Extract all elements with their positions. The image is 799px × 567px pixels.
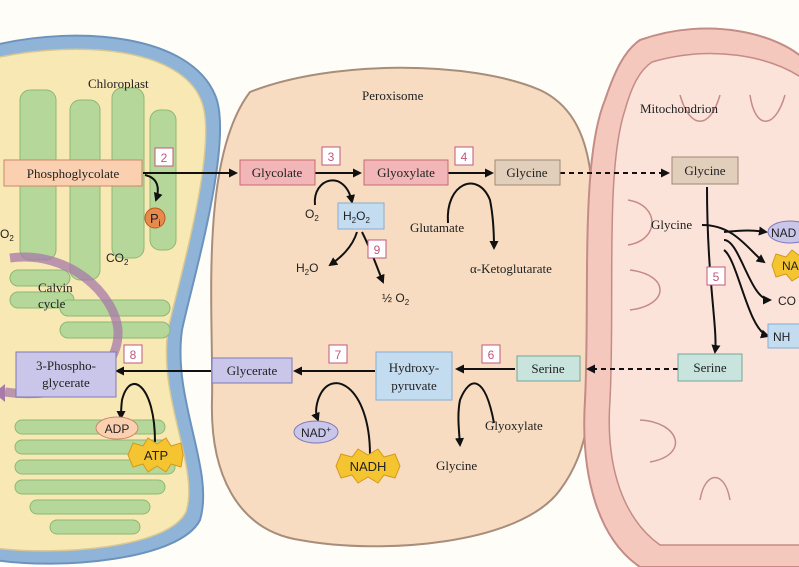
step-2-box	[154, 147, 174, 167]
h2o2-box	[337, 202, 385, 230]
chloroplast-label: Chloroplast	[88, 76, 149, 91]
step-5-box	[706, 266, 726, 286]
glycine-mito-box	[671, 156, 739, 185]
h2o-label: H2O	[296, 261, 318, 277]
step-7-label: 7	[335, 348, 342, 362]
serine-mito-box	[677, 353, 743, 382]
peroxisome-label: Peroxisome	[362, 88, 424, 103]
step-3-box	[321, 146, 341, 166]
glycerate-box	[211, 357, 293, 384]
glyoxylate-box	[363, 159, 449, 186]
glycerate-label: Glycerate	[227, 363, 278, 378]
glycine-peroxisome-box	[494, 159, 561, 186]
calvin-cycle-label-2: cycle	[38, 296, 66, 311]
adp-label: ADP	[105, 422, 130, 436]
glycine-peroxisome-label: Glycine	[506, 165, 547, 180]
nh-mito-box	[767, 323, 799, 349]
step-2-label: 2	[161, 151, 168, 165]
nadh-label: NADH	[350, 459, 387, 474]
nadh-mito-burst	[771, 249, 799, 282]
step-6-label: 6	[488, 348, 495, 362]
atp-label: ATP	[144, 448, 168, 463]
hydroxypyruvate-label-2: pyruvate	[391, 378, 437, 393]
phosphoglycolate-box	[3, 159, 143, 187]
peroxisome	[210, 66, 594, 548]
glyoxylate-bottom-label: Glyoxylate	[485, 418, 543, 433]
step-4-label: 4	[461, 150, 468, 164]
h2o2-label: H2O2	[343, 209, 370, 225]
nadh-mito-label: NA	[782, 259, 799, 273]
step-8-box	[123, 344, 143, 364]
pga-label-2: glycerate	[42, 375, 90, 390]
serine-mito-label: Serine	[693, 360, 726, 375]
pi-label: Pi	[150, 211, 161, 228]
step-6-box	[481, 344, 501, 364]
o2-left-label: O2	[0, 227, 14, 243]
step-5-label: 5	[713, 270, 720, 284]
adp-badge	[95, 416, 139, 440]
serine-peroxisome-label: Serine	[531, 361, 564, 376]
nh-mito-label: NH	[773, 330, 790, 344]
ketoglutarate-label: α-Ketoglutarate	[470, 261, 552, 276]
step-8-label: 8	[130, 348, 137, 362]
calvin-cycle-label-1: Calvin	[38, 280, 73, 295]
serine-peroxisome-box	[516, 355, 581, 382]
pathway-arrows	[115, 168, 772, 456]
nad-mito-label: NAD	[771, 226, 797, 240]
step-4-box	[454, 146, 474, 166]
step-9-label: 9	[374, 243, 381, 257]
co2-mito-label: CO	[778, 294, 796, 308]
glycine-bottom-label: Glycine	[436, 458, 477, 473]
pi-badge	[144, 207, 166, 229]
phosphoglycolate-label: Phosphoglycolate	[27, 166, 120, 181]
chloroplast	[0, 34, 222, 565]
glycolate-box	[239, 159, 316, 186]
nad-mito-badge	[767, 220, 799, 244]
nadh-burst	[335, 448, 401, 484]
glycine-mito-label: Glycine	[684, 163, 725, 178]
glutamate-label: Glutamate	[410, 220, 464, 235]
atp-burst	[127, 437, 184, 473]
nad-plus-badge	[293, 420, 339, 444]
half-o2-label: ½ O2	[382, 291, 410, 307]
hydroxypyruvate-box	[375, 351, 453, 401]
nad-plus-label: NAD+	[301, 425, 331, 440]
mitochondrion	[583, 27, 799, 567]
pga-box	[15, 351, 117, 398]
step-markers: 2 3 4 5 6 7 8 9	[123, 146, 726, 364]
glycine-mito-text: Glycine	[651, 217, 692, 232]
glycolate-label: Glycolate	[252, 165, 303, 180]
o2-peroxisome-label: O2	[305, 207, 319, 223]
step-7-box	[328, 344, 348, 364]
glyoxylate-label: Glyoxylate	[377, 165, 435, 180]
hydroxypyruvate-label-1: Hydroxy-	[389, 360, 440, 375]
co2-label: CO2	[106, 251, 129, 267]
mitochondrion-label: Mitochondrion	[640, 101, 718, 116]
step-9-box	[367, 239, 387, 259]
step-3-label: 3	[328, 150, 335, 164]
pga-label-1: 3-Phospho-	[36, 358, 96, 373]
